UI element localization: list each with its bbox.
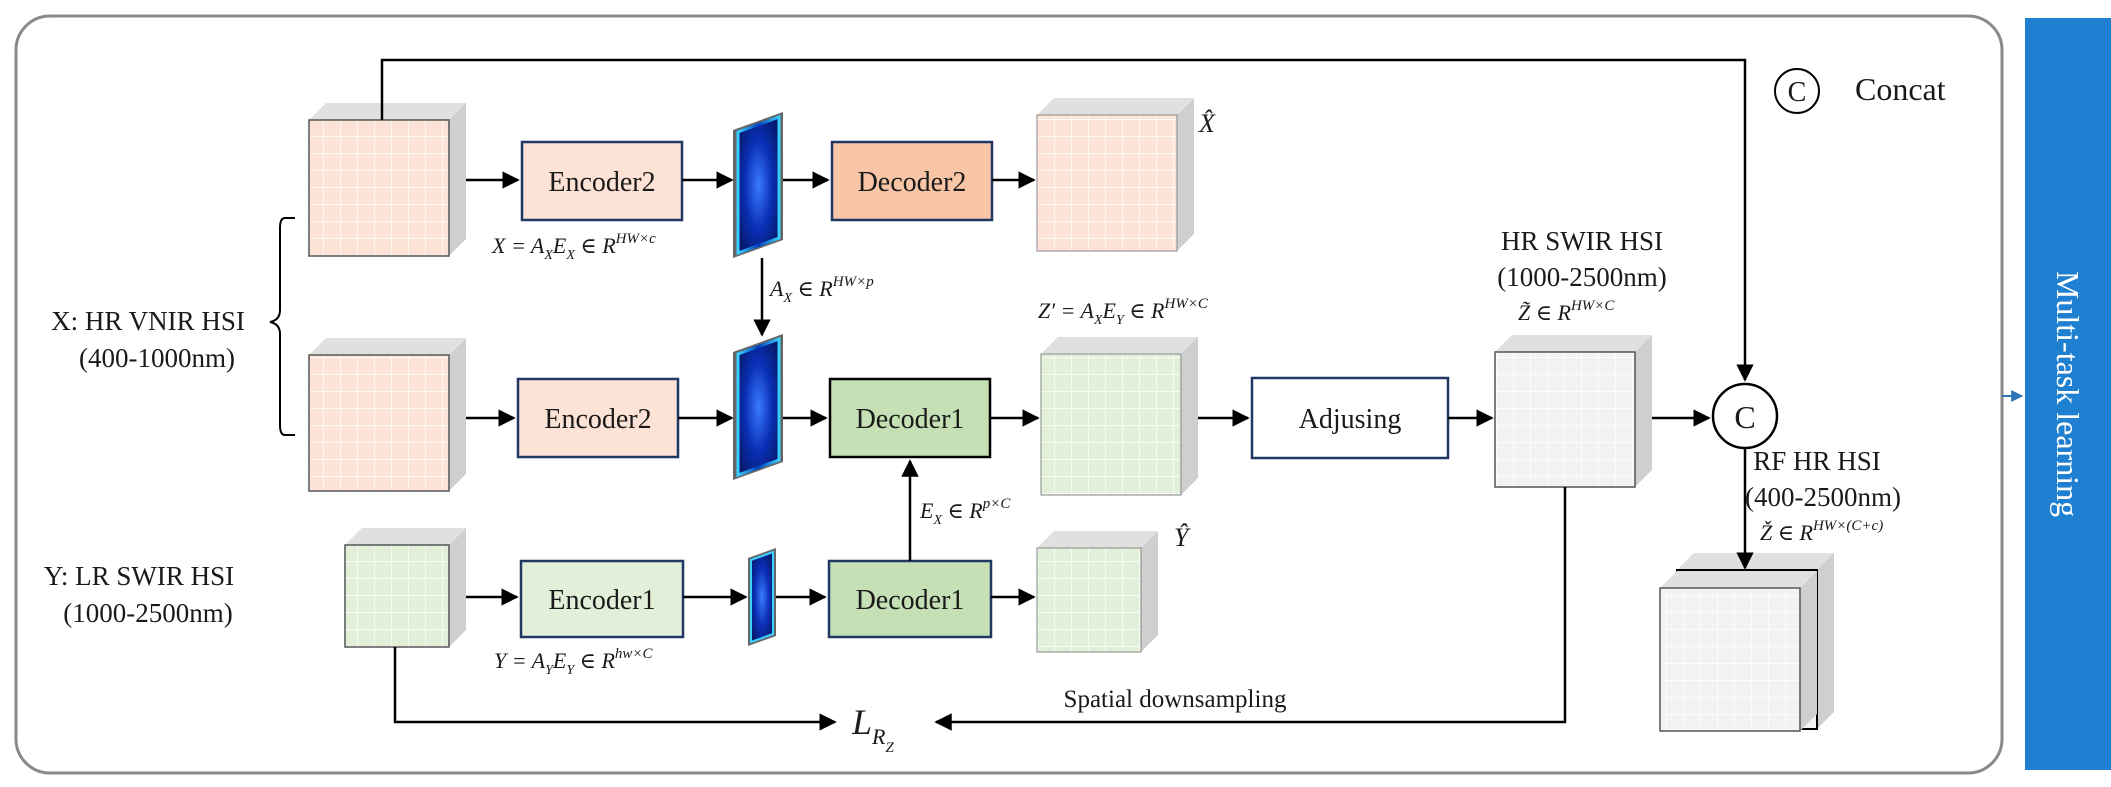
encoder2-mid-label: Encoder2 xyxy=(544,404,651,435)
concat-legend-label: Concat xyxy=(1855,71,1946,107)
hr-swir-title: HR SWIR HSI xyxy=(1501,226,1663,256)
feature-slab-bottom xyxy=(748,548,776,646)
decoder2-block xyxy=(830,140,994,222)
decoder1-bottom-block xyxy=(827,559,993,639)
encoder1-block xyxy=(519,559,685,639)
concat-legend-symbol: C xyxy=(1788,77,1807,108)
yhat-label: Ŷ xyxy=(1174,523,1191,552)
input-y-title: Y: LR SWIR HSI xyxy=(44,561,234,591)
adjusing-block xyxy=(1250,376,1450,460)
hr-swir-cube xyxy=(1494,335,1652,488)
rf-range: (400-2500nm) xyxy=(1745,482,1901,512)
arrows xyxy=(380,58,1754,731)
adjusing-label: Adjusing xyxy=(1299,404,1402,435)
input-x-range: (400-1000nm) xyxy=(79,343,235,373)
input-x-cube-mid xyxy=(308,338,466,492)
y-equation: Y = AYEY ∈ Rhw×C xyxy=(494,646,654,678)
loss-label: LRZ xyxy=(851,702,894,756)
ex-equation: EX ∈ Rp×C xyxy=(919,496,1011,528)
rf-hr-cube xyxy=(1659,553,1834,732)
feature-slab-mid xyxy=(733,334,783,480)
decoder1-mid-label: Decoder1 xyxy=(856,404,965,435)
yhat-cube xyxy=(1036,531,1158,653)
hr-swir-range: (1000-2500nm) xyxy=(1497,262,1666,292)
xhat-cube xyxy=(1036,98,1194,252)
decoder1-bottom-label: Decoder1 xyxy=(856,585,965,616)
input-x-cube-top xyxy=(308,103,466,257)
x-brace xyxy=(269,217,295,436)
concat-node-symbol: C xyxy=(1734,399,1755,435)
concat-legend-icon xyxy=(1774,68,1820,114)
x-equation: X = AXEX ∈ RHW×c xyxy=(491,231,656,263)
zprime-equation: Z′ = AXEY ∈ RHW×C xyxy=(1038,296,1209,328)
ax-equation: AX ∈ RHW×p xyxy=(768,274,874,306)
hr-swir-eq: Z̃ ∈ RHW×C xyxy=(1518,298,1615,325)
decoder2-label: Decoder2 xyxy=(858,167,967,198)
rf-eq: Ž ∈ RHW×(C+c) xyxy=(1760,518,1883,545)
spatial-downsampling-label: Spatial downsampling xyxy=(1064,686,1287,713)
outer-frame xyxy=(14,14,2004,775)
multitask-label: Multi-task learning xyxy=(2050,271,2086,517)
xhat-label: X̂ xyxy=(1198,109,1216,138)
zprime-cube xyxy=(1040,337,1198,496)
input-x-title: X: HR VNIR HSI xyxy=(51,306,245,336)
decoder1-mid-block xyxy=(828,377,992,459)
multitask-panel xyxy=(2025,18,2111,770)
encoder2-top-label: Encoder2 xyxy=(548,167,655,198)
feature-slab-top xyxy=(733,112,783,258)
encoder2-mid-block xyxy=(516,377,680,459)
rf-title: RF HR HSI xyxy=(1753,446,1881,476)
input-y-cube xyxy=(344,528,466,648)
encoder1-label: Encoder1 xyxy=(548,585,655,616)
input-y-range: (1000-2500nm) xyxy=(63,598,232,628)
